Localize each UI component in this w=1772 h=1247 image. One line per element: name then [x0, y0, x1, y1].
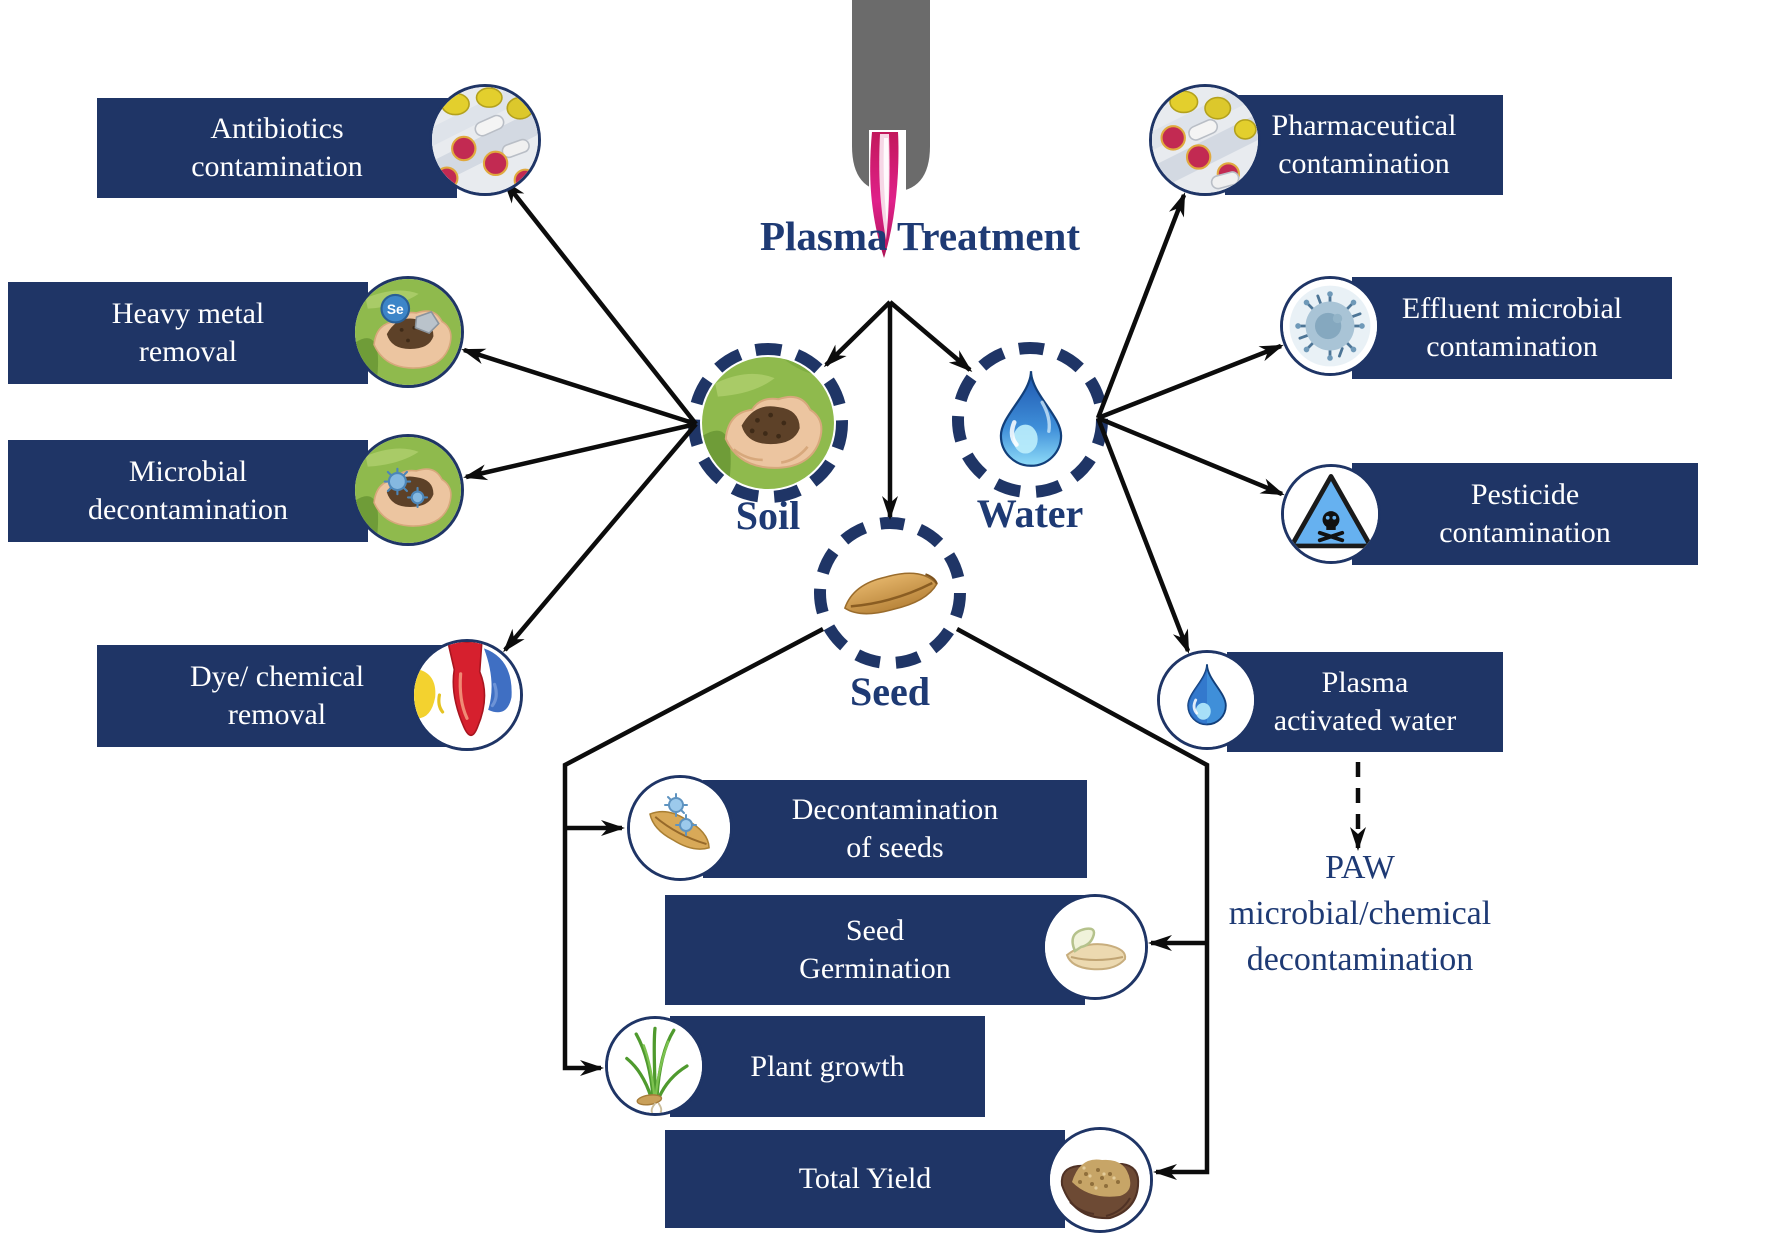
- soil-label: Soil: [735, 493, 801, 538]
- box-label: Plant growth: [750, 1049, 905, 1083]
- arrow-water-to-pharmaceutical: [1095, 192, 1187, 419]
- connector-seed-left-branch: [562, 627, 825, 1076]
- box-label: Heavy metal: [111, 297, 265, 330]
- box-seed-germination: Seed Germination: [665, 895, 1085, 1005]
- seedling-icon: [605, 1016, 705, 1116]
- connector-seed-right-branch: [955, 627, 1210, 1180]
- seed-hub-ring: [814, 517, 966, 669]
- seed-label: Seed: [850, 669, 930, 714]
- box-label: Plasma: [1321, 666, 1409, 699]
- box-label: Dye/ chemical: [189, 660, 365, 693]
- box-label: contamination: [191, 150, 363, 183]
- box-label: contamination: [1426, 330, 1598, 363]
- poison-warning-icon: [1281, 464, 1381, 564]
- pills-blister-icon: [1149, 84, 1261, 196]
- arrow-plasma-to-soil: [823, 300, 892, 368]
- box-label: contamination: [1439, 516, 1611, 549]
- box-label: Pesticide: [1470, 478, 1580, 511]
- seed-microbes-icon: [627, 775, 733, 881]
- arrow-water-to-effluent: [1097, 343, 1284, 421]
- box-plasma-activated-water: Plasma activated water: [1227, 652, 1503, 752]
- page-title: Plasma Treatment: [760, 213, 1080, 259]
- box-antibiotics-contamination: Antibiotics contamination: [97, 98, 457, 198]
- virus-icon: [1280, 276, 1380, 376]
- arrow-soil-to-dye: [503, 422, 698, 653]
- seed-icon: [828, 551, 952, 635]
- box-label: Antibiotics: [210, 112, 344, 145]
- box-microbial-decontamination: Microbial decontamination: [8, 440, 368, 542]
- selenium-badge: Se: [387, 302, 404, 317]
- dye-splash-icon: [411, 639, 523, 751]
- box-label: Pharmaceutical: [1271, 109, 1457, 142]
- water-drop-icon: [992, 366, 1070, 472]
- paw-note-line: PAW: [1325, 849, 1395, 886]
- box-label: Effluent microbial: [1401, 292, 1623, 325]
- grain-in-hands-icon: [1047, 1127, 1153, 1233]
- box-pharmaceutical-contamination: Pharmaceutical contamination: [1225, 95, 1503, 195]
- arrow-soil-to-microbial: [463, 421, 697, 481]
- box-label: decontamination: [88, 493, 288, 526]
- box-label: activated water: [1273, 704, 1457, 737]
- box-label: Germination: [799, 952, 951, 985]
- paw-note: PAW microbial/chemical decontamination: [1130, 845, 1590, 983]
- box-label: Total Yield: [798, 1162, 932, 1195]
- box-total-yield: Total Yield: [665, 1130, 1065, 1228]
- arrow-water-to-paw: [1095, 417, 1191, 654]
- arrow-water-to-pesticide: [1097, 415, 1285, 497]
- box-label: removal: [227, 698, 327, 731]
- box-label: removal: [138, 335, 238, 368]
- box-dye-chemical-removal: Dye/ chemical removal: [97, 645, 457, 747]
- paw-note-line: decontamination: [1246, 941, 1474, 978]
- box-decontamination-of-seeds: Decontamination of seeds: [703, 780, 1087, 878]
- arrow-soil-to-antibiotics: [503, 179, 698, 426]
- soil-hands-selenium-icon: Se: [352, 276, 464, 388]
- soil-hands-microbes-icon: [352, 434, 464, 546]
- water-label: Water: [976, 491, 1084, 536]
- water-drop-icon: [1157, 650, 1257, 750]
- soil-in-hands-icon: [702, 357, 834, 489]
- pills-blister-icon: [429, 84, 541, 196]
- arrow-soil-to-heavy-metal: [461, 347, 697, 427]
- paw-note-line: microbial/chemical: [1228, 895, 1492, 932]
- box-effluent-microbial-contamination: Effluent microbial contamination: [1352, 277, 1672, 379]
- arrow-plasma-to-water: [888, 300, 973, 372]
- box-label: Seed: [845, 914, 905, 947]
- box-pesticide-contamination: Pesticide contamination: [1352, 463, 1698, 565]
- plasma-torch-icon: [852, 0, 930, 258]
- germinating-seed-icon: [1042, 894, 1148, 1000]
- box-plant-growth: Plant growth: [670, 1016, 985, 1117]
- box-label: Decontamination: [791, 793, 999, 826]
- box-label: contamination: [1278, 147, 1450, 180]
- box-label: Microbial: [128, 455, 248, 488]
- box-label: of seeds: [846, 831, 944, 864]
- box-heavy-metal-removal: Heavy metal removal: [8, 282, 368, 384]
